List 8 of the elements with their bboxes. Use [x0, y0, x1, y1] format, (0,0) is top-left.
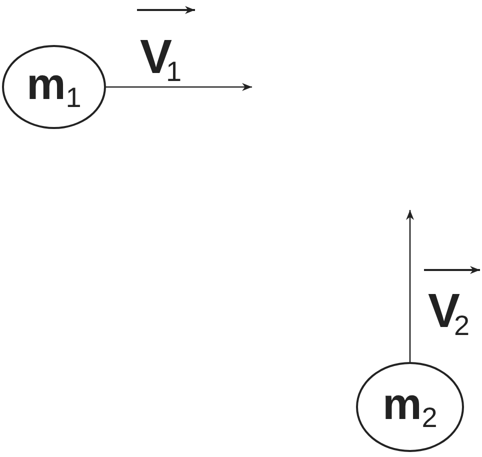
mass-label: m$_{2}$ — [382, 382, 438, 432]
velocity-label: V$_{2}$ — [428, 288, 470, 340]
velocity-label: V$_{1}$ — [140, 34, 182, 86]
velocity-arrow — [406, 210, 414, 362]
mass-label: m$_{1}$ — [26, 62, 82, 112]
mass-circle — [356, 362, 464, 452]
mass-circle — [2, 45, 106, 129]
velocity-arrow — [106, 83, 252, 91]
